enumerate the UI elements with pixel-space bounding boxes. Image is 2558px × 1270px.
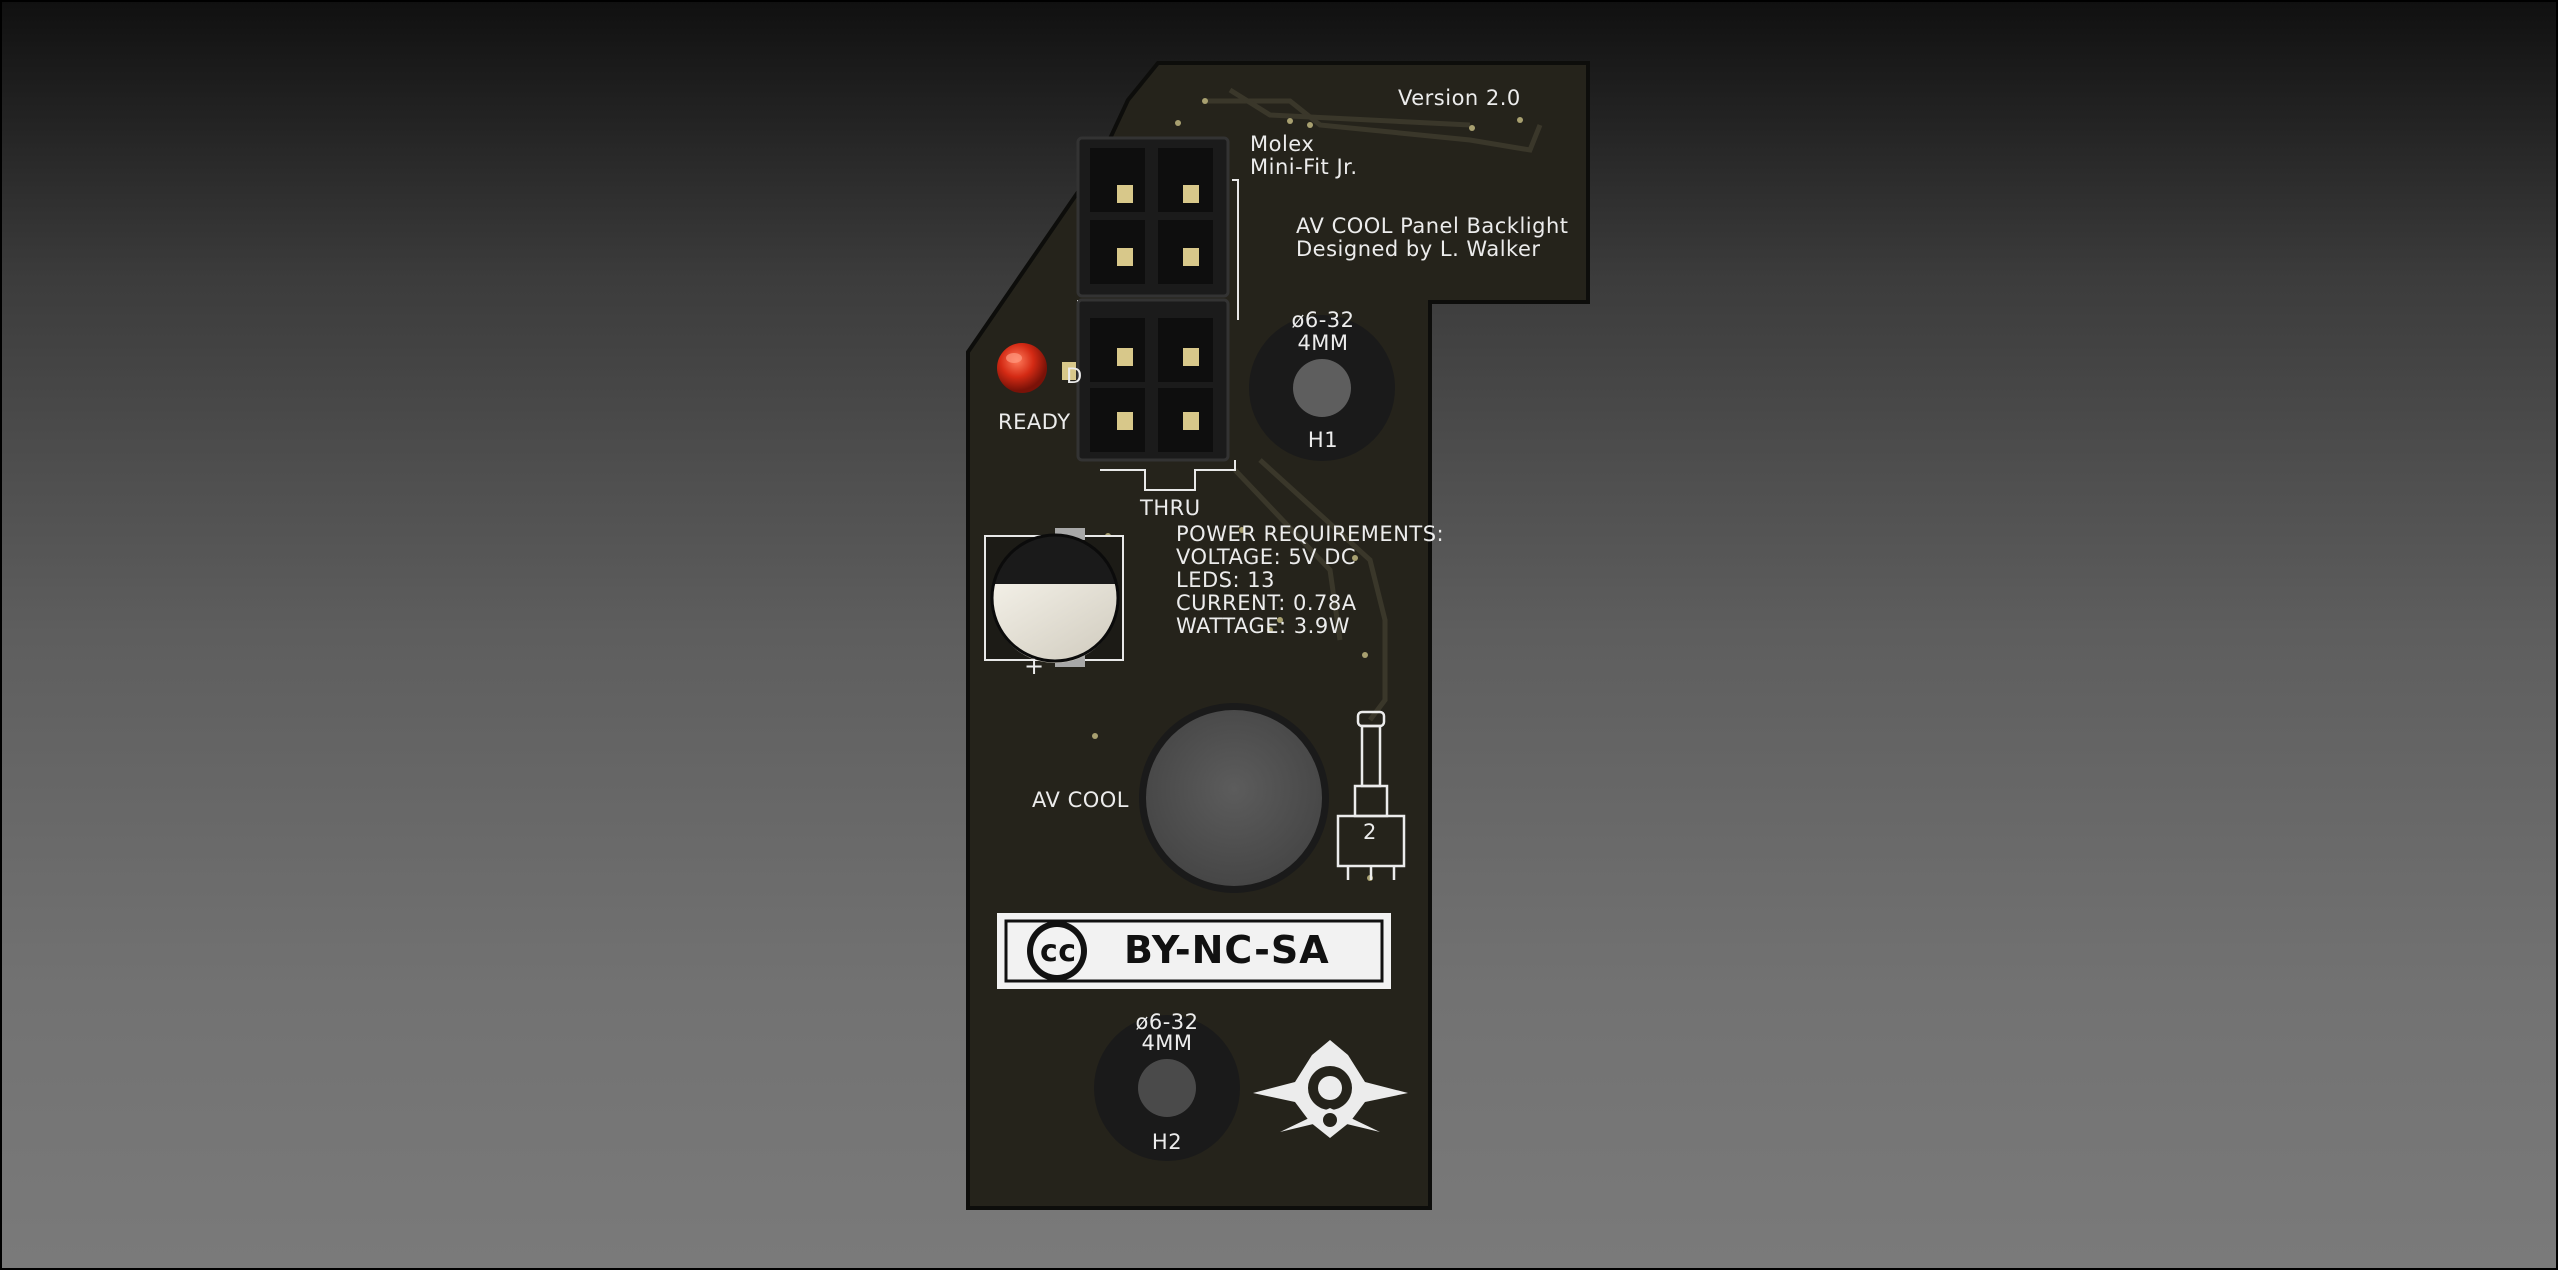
molex-connector [1076, 136, 1230, 462]
toggle-switch-icon [1336, 710, 1406, 880]
led-ref-label: D [1066, 364, 1083, 388]
mount-hole-h2 [1094, 1015, 1240, 1161]
power-voltage: VOLTAGE: 5V DC [1176, 545, 1357, 569]
connector-maker-label: Molex [1250, 132, 1315, 156]
board-title-line1: AV COOL Panel Backlight [1296, 214, 1569, 238]
ready-led [997, 343, 1076, 393]
h1-ref-label: H1 [1307, 428, 1339, 452]
power-wattage: WATTAGE: 3.9W [1176, 614, 1350, 638]
board-title-line2: Designed by L. Walker [1296, 237, 1541, 261]
power-leds: LEDS: 13 [1176, 568, 1275, 592]
h2-ref-label: H2 [1151, 1130, 1183, 1154]
jet-squadron-emblem-icon [1253, 1040, 1408, 1138]
led-label: READY [998, 410, 1071, 434]
version-label: Version 2.0 [1398, 86, 1521, 110]
switch-number-label: 2 [1363, 820, 1377, 844]
connector-series-label: Mini-Fit Jr. [1250, 155, 1358, 179]
h2-size-label: ø6-32 [1135, 1010, 1199, 1034]
power-heading: POWER REQUIREMENTS: [1176, 522, 1445, 546]
switch-label: AV COOL [1032, 788, 1129, 812]
cap-polarity-label: + [1024, 652, 1045, 680]
h2-metric-label: 4MM [1141, 1031, 1193, 1055]
mount-hole-h1 [1249, 315, 1395, 461]
traces [1203, 87, 1543, 722]
switch-knob-hole [1139, 703, 1329, 893]
electrolytic-capacitor [984, 528, 1124, 667]
license-text: BY-NC-SA [1124, 928, 1330, 972]
power-current: CURRENT: 0.78A [1176, 591, 1357, 615]
h1-size-label: ø6-32 [1291, 308, 1355, 332]
cc-logo-text: cc [1040, 934, 1077, 969]
thru-label: THRU [1140, 496, 1201, 520]
creative-commons-icon [997, 913, 1391, 989]
h1-metric-label: 4MM [1297, 331, 1349, 355]
